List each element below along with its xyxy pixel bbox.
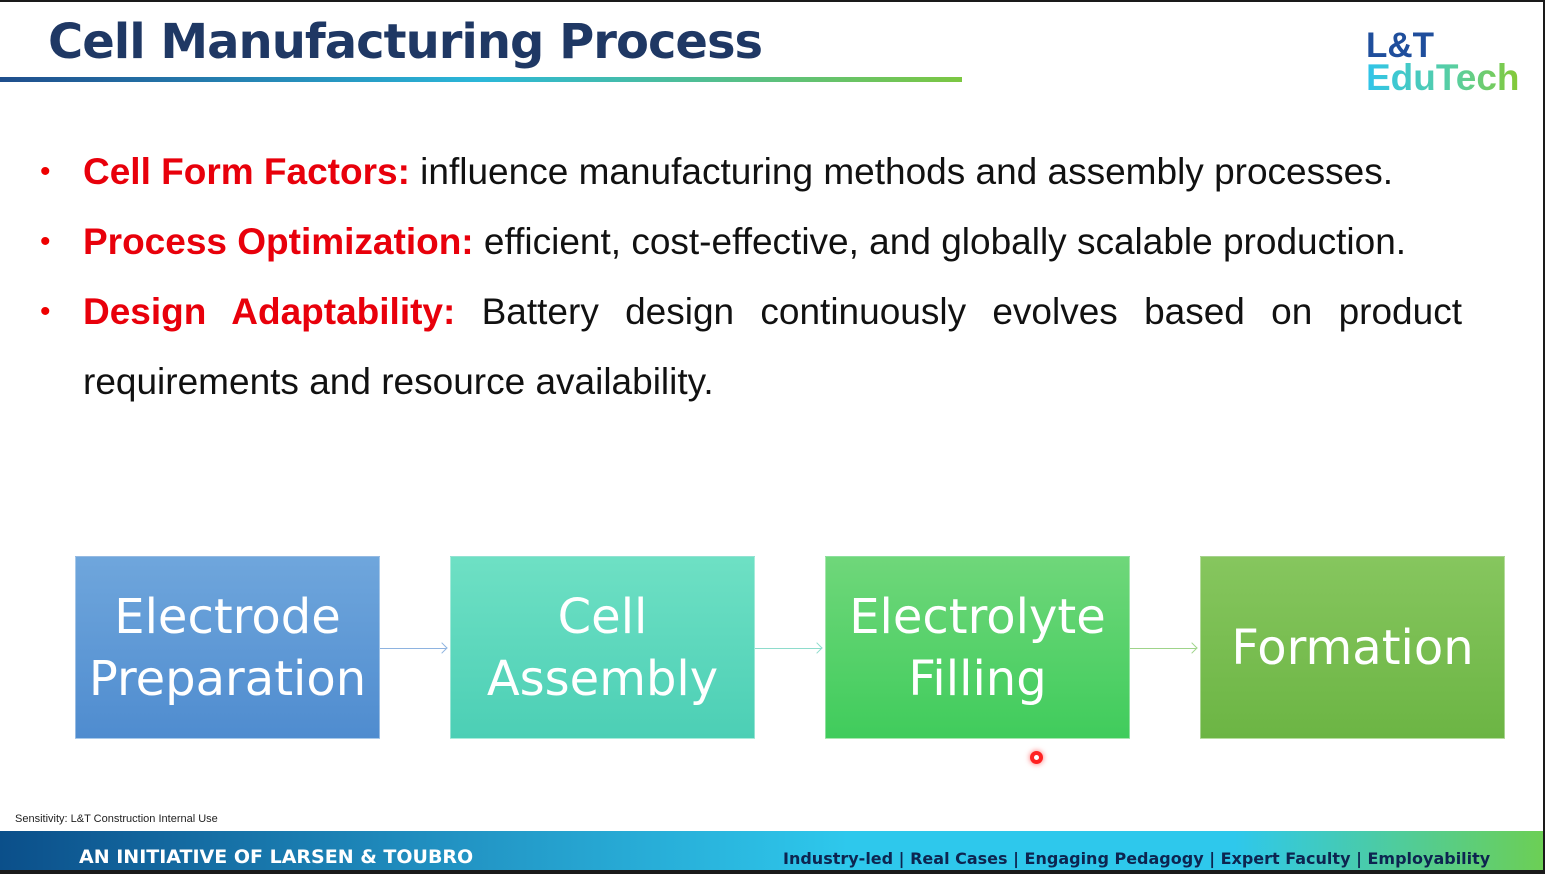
footer-bar: AN INITIATIVE OF LARSEN & TOUBRO Industr… — [0, 831, 1543, 870]
logo-line1: L&T — [1366, 26, 1435, 65]
bullet-item: • Design Adaptability: Battery design con… — [40, 277, 1462, 417]
process-flow: Electrode Preparation Cell Assembly Elec… — [0, 556, 1543, 739]
step-electrolyte-filling: Electrolyte Filling — [825, 556, 1130, 739]
bullet-key: Cell Form Factors: — [83, 151, 410, 192]
bullet-dot-icon: • — [40, 155, 51, 188]
step-cell-assembly: Cell Assembly — [450, 556, 755, 739]
bullet-text: influence manufacturing methods and asse… — [409, 151, 1393, 192]
step-electrode-preparation: Electrode Preparation — [75, 556, 380, 739]
bullet-item: • Cell Form Factors: influence manufactur… — [40, 137, 1462, 207]
step-formation: Formation — [1200, 556, 1505, 739]
lt-edutech-logo: L&T EduTech — [1366, 26, 1520, 98]
bullet-item: • Process Optimization: efficient, cost-e… — [40, 207, 1462, 277]
bullet-dot-icon: • — [40, 295, 51, 328]
arrow-icon — [1130, 648, 1196, 649]
slide-title: Cell Manufacturing Process — [48, 14, 763, 70]
arrow-icon — [380, 648, 446, 649]
bullet-key: Process Optimization: — [83, 221, 474, 262]
bullet-key: Design Adaptability: — [83, 291, 456, 332]
laser-pointer-icon — [1030, 751, 1043, 764]
bullet-list: • Cell Form Factors: influence manufactur… — [40, 137, 1462, 417]
bullet-text: Battery design continuously evolves base… — [83, 291, 1462, 402]
footer-tagline: Industry-led | Real Cases | Engaging Ped… — [783, 849, 1491, 868]
logo-line2: EduTech — [1366, 57, 1520, 98]
footer-initiative: AN INITIATIVE OF LARSEN & TOUBRO — [79, 846, 474, 868]
bullet-text: efficient, cost-effective, and globally … — [473, 221, 1407, 262]
arrow-icon — [755, 648, 821, 649]
bullet-dot-icon: • — [40, 225, 51, 258]
title-underline — [0, 77, 962, 82]
sensitivity-label: Sensitivity: L&T Construction Internal U… — [15, 813, 218, 825]
